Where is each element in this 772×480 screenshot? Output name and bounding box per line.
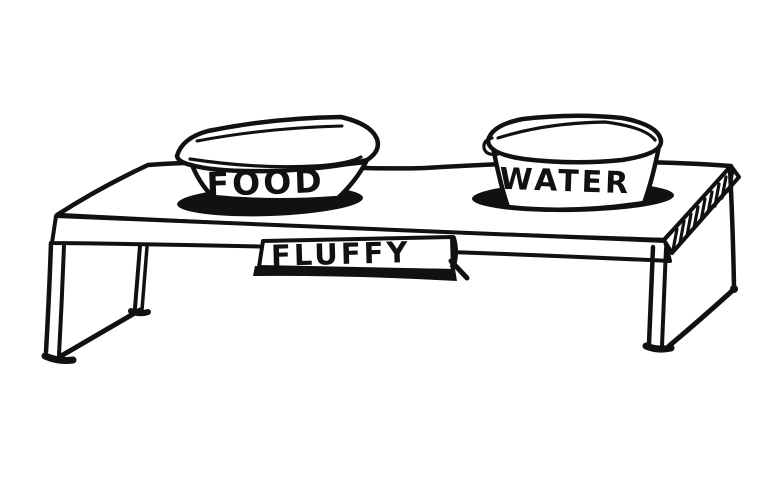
right-leg-panel xyxy=(642,165,738,353)
food-bowl-label: FOOD xyxy=(206,161,325,204)
left-bottom-rail xyxy=(58,307,143,359)
hatch-stroke xyxy=(671,227,679,252)
right-bottom-rail xyxy=(666,288,735,349)
front-right-leg-outer xyxy=(646,244,656,347)
water-bowl-rim-tab xyxy=(482,136,500,156)
food-bowl: FOOD xyxy=(174,114,381,217)
name-plate-bottom-shadow xyxy=(253,266,457,281)
food-bowl-rim-inner-back xyxy=(195,124,344,143)
rear-left-leg-outer xyxy=(133,244,142,310)
hatch-stroke xyxy=(685,212,693,238)
rear-left-leg-inner xyxy=(140,245,149,312)
food-bowl-rim xyxy=(174,114,381,174)
left-leg-panel xyxy=(41,240,151,364)
water-bowl: WATER xyxy=(472,113,674,213)
water-bowl-label: WATER xyxy=(499,162,632,202)
hatch-stroke xyxy=(678,219,686,245)
name-plate: FLUFFY xyxy=(253,235,470,281)
hatch-stroke xyxy=(713,182,721,208)
hatch-stroke xyxy=(699,197,707,223)
front-right-leg-inner xyxy=(660,246,668,348)
water-bowl-rim xyxy=(485,113,664,165)
front-left-leg-inner xyxy=(57,243,66,357)
hatch-stroke xyxy=(692,205,700,230)
name-plate-label: FLUFFY xyxy=(271,235,411,273)
front-left-foot xyxy=(41,352,77,364)
front-left-leg-outer xyxy=(43,240,54,355)
hatch-stroke xyxy=(720,175,728,200)
name-plate-corner-fold xyxy=(448,258,470,281)
water-bowl-rim-inner xyxy=(496,120,657,142)
rear-right-edge xyxy=(727,165,737,290)
hatch-stroke xyxy=(706,190,714,215)
food-bowl-rim-inner-front xyxy=(188,155,363,169)
tabletop-side-hatching xyxy=(662,164,741,255)
